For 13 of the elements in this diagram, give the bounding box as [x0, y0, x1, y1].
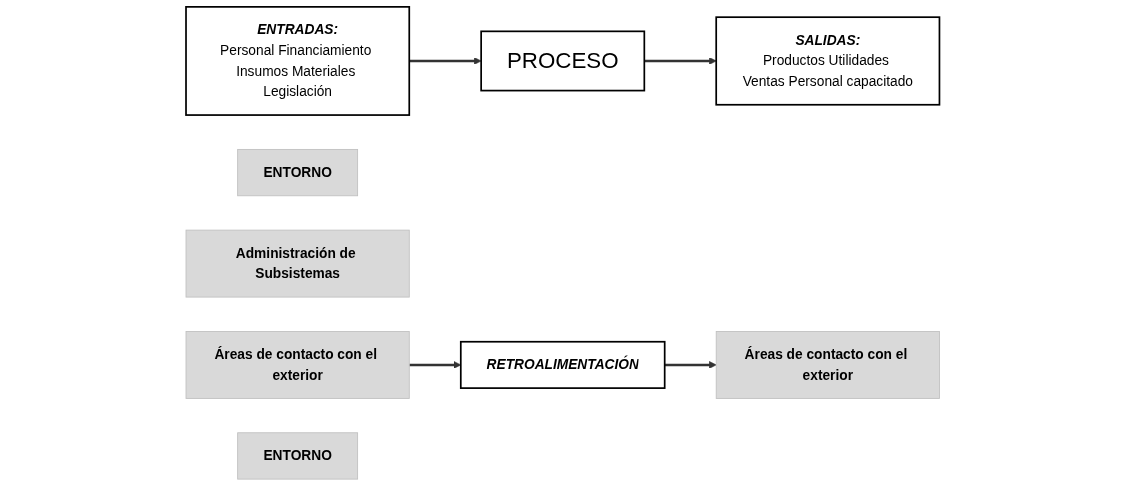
arrow [409, 57, 482, 65]
node-box: Áreas de contacto con el exterior [716, 331, 941, 399]
arrow [664, 361, 717, 369]
node-box: ENTORNO [237, 149, 359, 197]
node-box: Áreas de contacto con el exterior [185, 331, 410, 399]
node-box: Administración de Subsistemas [185, 229, 410, 298]
node-box: ENTORNO [237, 432, 359, 480]
node-box: ENTRADAS: Personal Financiamiento Insumos Materiales Legislación [185, 6, 411, 116]
node-box: PROCESO [480, 30, 646, 92]
node-box: SALIDAS: Productos Utilidades Ventas Personal capacitado [715, 16, 941, 106]
arrow [409, 361, 462, 369]
node-box: RETROALIMENTACIÓN [460, 340, 666, 389]
arrow [644, 57, 717, 65]
